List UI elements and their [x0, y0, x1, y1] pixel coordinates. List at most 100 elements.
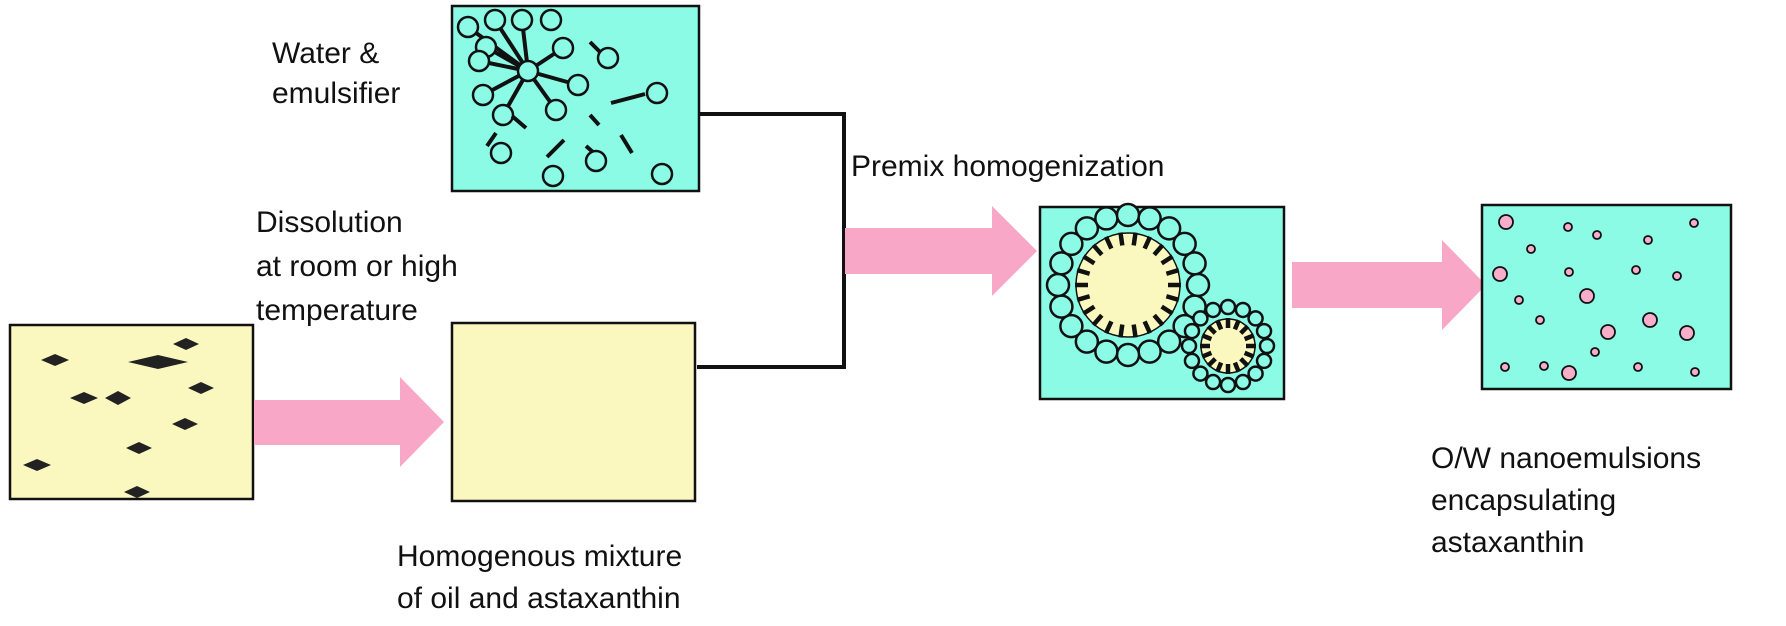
nanodroplet-icon — [1498, 214, 1514, 230]
label-premix: Premix homogenization — [851, 150, 1165, 183]
surfactant-head-icon — [551, 36, 575, 60]
nanodroplet-icon — [1690, 367, 1700, 377]
surfactant-head-icon — [1183, 352, 1201, 370]
nanoemulsion-box — [1480, 203, 1733, 391]
label-result-line-1: O/W nanoemulsions — [1431, 442, 1701, 475]
surfactant-tail — [510, 114, 528, 130]
surfactant-head-icon — [510, 8, 534, 32]
surfactant-tail — [1239, 324, 1250, 335]
surfactant-head-icon — [1182, 251, 1207, 276]
surfactant-tail — [619, 133, 634, 155]
emulsifier-molecules — [456, 8, 674, 188]
label-dissolution: Dissolution at room or high temperature — [256, 206, 466, 327]
surfactant-head-icon — [584, 149, 608, 173]
label-homogenous-line-2: of oil and astaxanthin — [397, 582, 681, 615]
surfactant-tail — [1160, 254, 1174, 266]
crystal-icon — [41, 354, 69, 366]
surfactant-tail — [1076, 294, 1091, 303]
surfactant-tail — [1082, 304, 1096, 316]
water-emulsifier-panel — [450, 4, 701, 193]
label-dissolution-line-1: Dissolution — [256, 206, 403, 239]
nanodroplet-icon — [1672, 271, 1682, 281]
arrow-dissolution-icon — [254, 377, 444, 467]
surfactant-head-icon — [1156, 329, 1182, 354]
surfactant-head-icon — [1045, 272, 1071, 298]
surfactant-tail — [1206, 357, 1217, 368]
surfactant-head-icon — [456, 15, 480, 39]
nanodroplet-icon — [1590, 347, 1600, 357]
surfactant-tail — [1232, 319, 1241, 331]
surfactant-tail — [1131, 324, 1138, 338]
surfactant-head-icon — [1172, 231, 1197, 257]
surfactant-head-icon — [1137, 339, 1162, 364]
surfactant-head-icon — [1180, 337, 1198, 355]
astaxanthin-crystals — [23, 338, 214, 498]
surfactant-tail — [1152, 313, 1165, 327]
nanodroplet-icon — [1561, 365, 1577, 381]
surfactant-head-icon — [1059, 231, 1084, 257]
surfactant-head-icon — [489, 141, 513, 165]
surfactant-head-icon — [566, 73, 590, 97]
arrow-premix-icon — [845, 206, 1037, 296]
surfactant-head-icon — [1185, 272, 1211, 298]
surfactant-head-icon — [1192, 310, 1209, 327]
surfactant-tail — [1232, 361, 1241, 373]
surfactant-head-icon — [1074, 216, 1100, 241]
surfactant-head-icon — [1234, 373, 1252, 391]
surfactant-tail — [1152, 243, 1165, 257]
surfactant-tail — [1142, 235, 1153, 250]
surfactant-head-icon — [541, 164, 565, 188]
crystal-icon — [188, 382, 214, 394]
surfactant-head-icon — [491, 103, 515, 127]
nanodroplet-icon — [1633, 362, 1643, 372]
surfactant-tail — [1243, 333, 1255, 342]
surfactant-head-icon — [1074, 329, 1100, 354]
nanodroplet-icon — [1535, 315, 1545, 325]
surfactant-head-icon — [1183, 322, 1201, 340]
surfactant-tail — [1131, 232, 1138, 246]
nanodroplet-icon — [1642, 312, 1658, 328]
surfactant-head-icon — [1247, 365, 1264, 382]
label-result: O/W nanoemulsions encapsulating astaxant… — [1431, 442, 1709, 559]
crystal-icon — [23, 459, 51, 471]
label-dissolution-line-2: at room or high — [256, 250, 458, 283]
surfactant-tail — [1103, 235, 1114, 250]
crystal-icon — [173, 338, 199, 350]
oil-crystals-panel — [8, 323, 255, 501]
premix-panel — [1038, 202, 1286, 401]
nanodroplet-icon — [1579, 288, 1595, 304]
surfactant-head-icon — [1094, 206, 1119, 231]
surfactant-tail — [1165, 267, 1180, 276]
surfactant-head-icon — [1156, 216, 1182, 241]
nanodroplet-icon — [1563, 222, 1573, 232]
surfactant-head-icon — [1115, 202, 1141, 228]
surfactant-head-icon — [1115, 342, 1141, 368]
surfactant-head-icon — [483, 8, 507, 32]
nanodroplet-icon — [1592, 230, 1602, 240]
nanodroplet-icon — [1539, 361, 1549, 371]
nanodroplet-icon — [1514, 295, 1524, 305]
label-water-line-1: Water & — [272, 37, 379, 70]
surfactant-tail — [1201, 333, 1213, 342]
surfactant-tail — [1076, 267, 1091, 276]
surfactant-tail — [610, 92, 646, 105]
surfactant-head-icon — [1247, 310, 1264, 327]
surfactant-head-icon — [1234, 301, 1252, 319]
surfactant-head-icon — [1049, 251, 1074, 276]
surfactant-tail — [1160, 304, 1174, 316]
surfactant-head-icon — [1219, 376, 1237, 394]
surfactant-head-icon — [1219, 298, 1237, 316]
oil-crystals-box — [8, 323, 255, 501]
surfactant-tail — [1165, 294, 1180, 303]
label-water-emulsifier: Water & emulsifier — [272, 37, 400, 110]
surfactant-head-icon — [516, 59, 540, 83]
surfactant-tail — [588, 113, 601, 127]
surfactant-head-icon — [645, 81, 669, 105]
crystal-icon — [124, 486, 150, 498]
crystal-icon — [128, 355, 188, 369]
surfactant-tail — [1118, 324, 1125, 338]
arrow-nanoemulsion-icon — [1292, 240, 1486, 330]
surfactant-head-icon — [1059, 313, 1084, 339]
